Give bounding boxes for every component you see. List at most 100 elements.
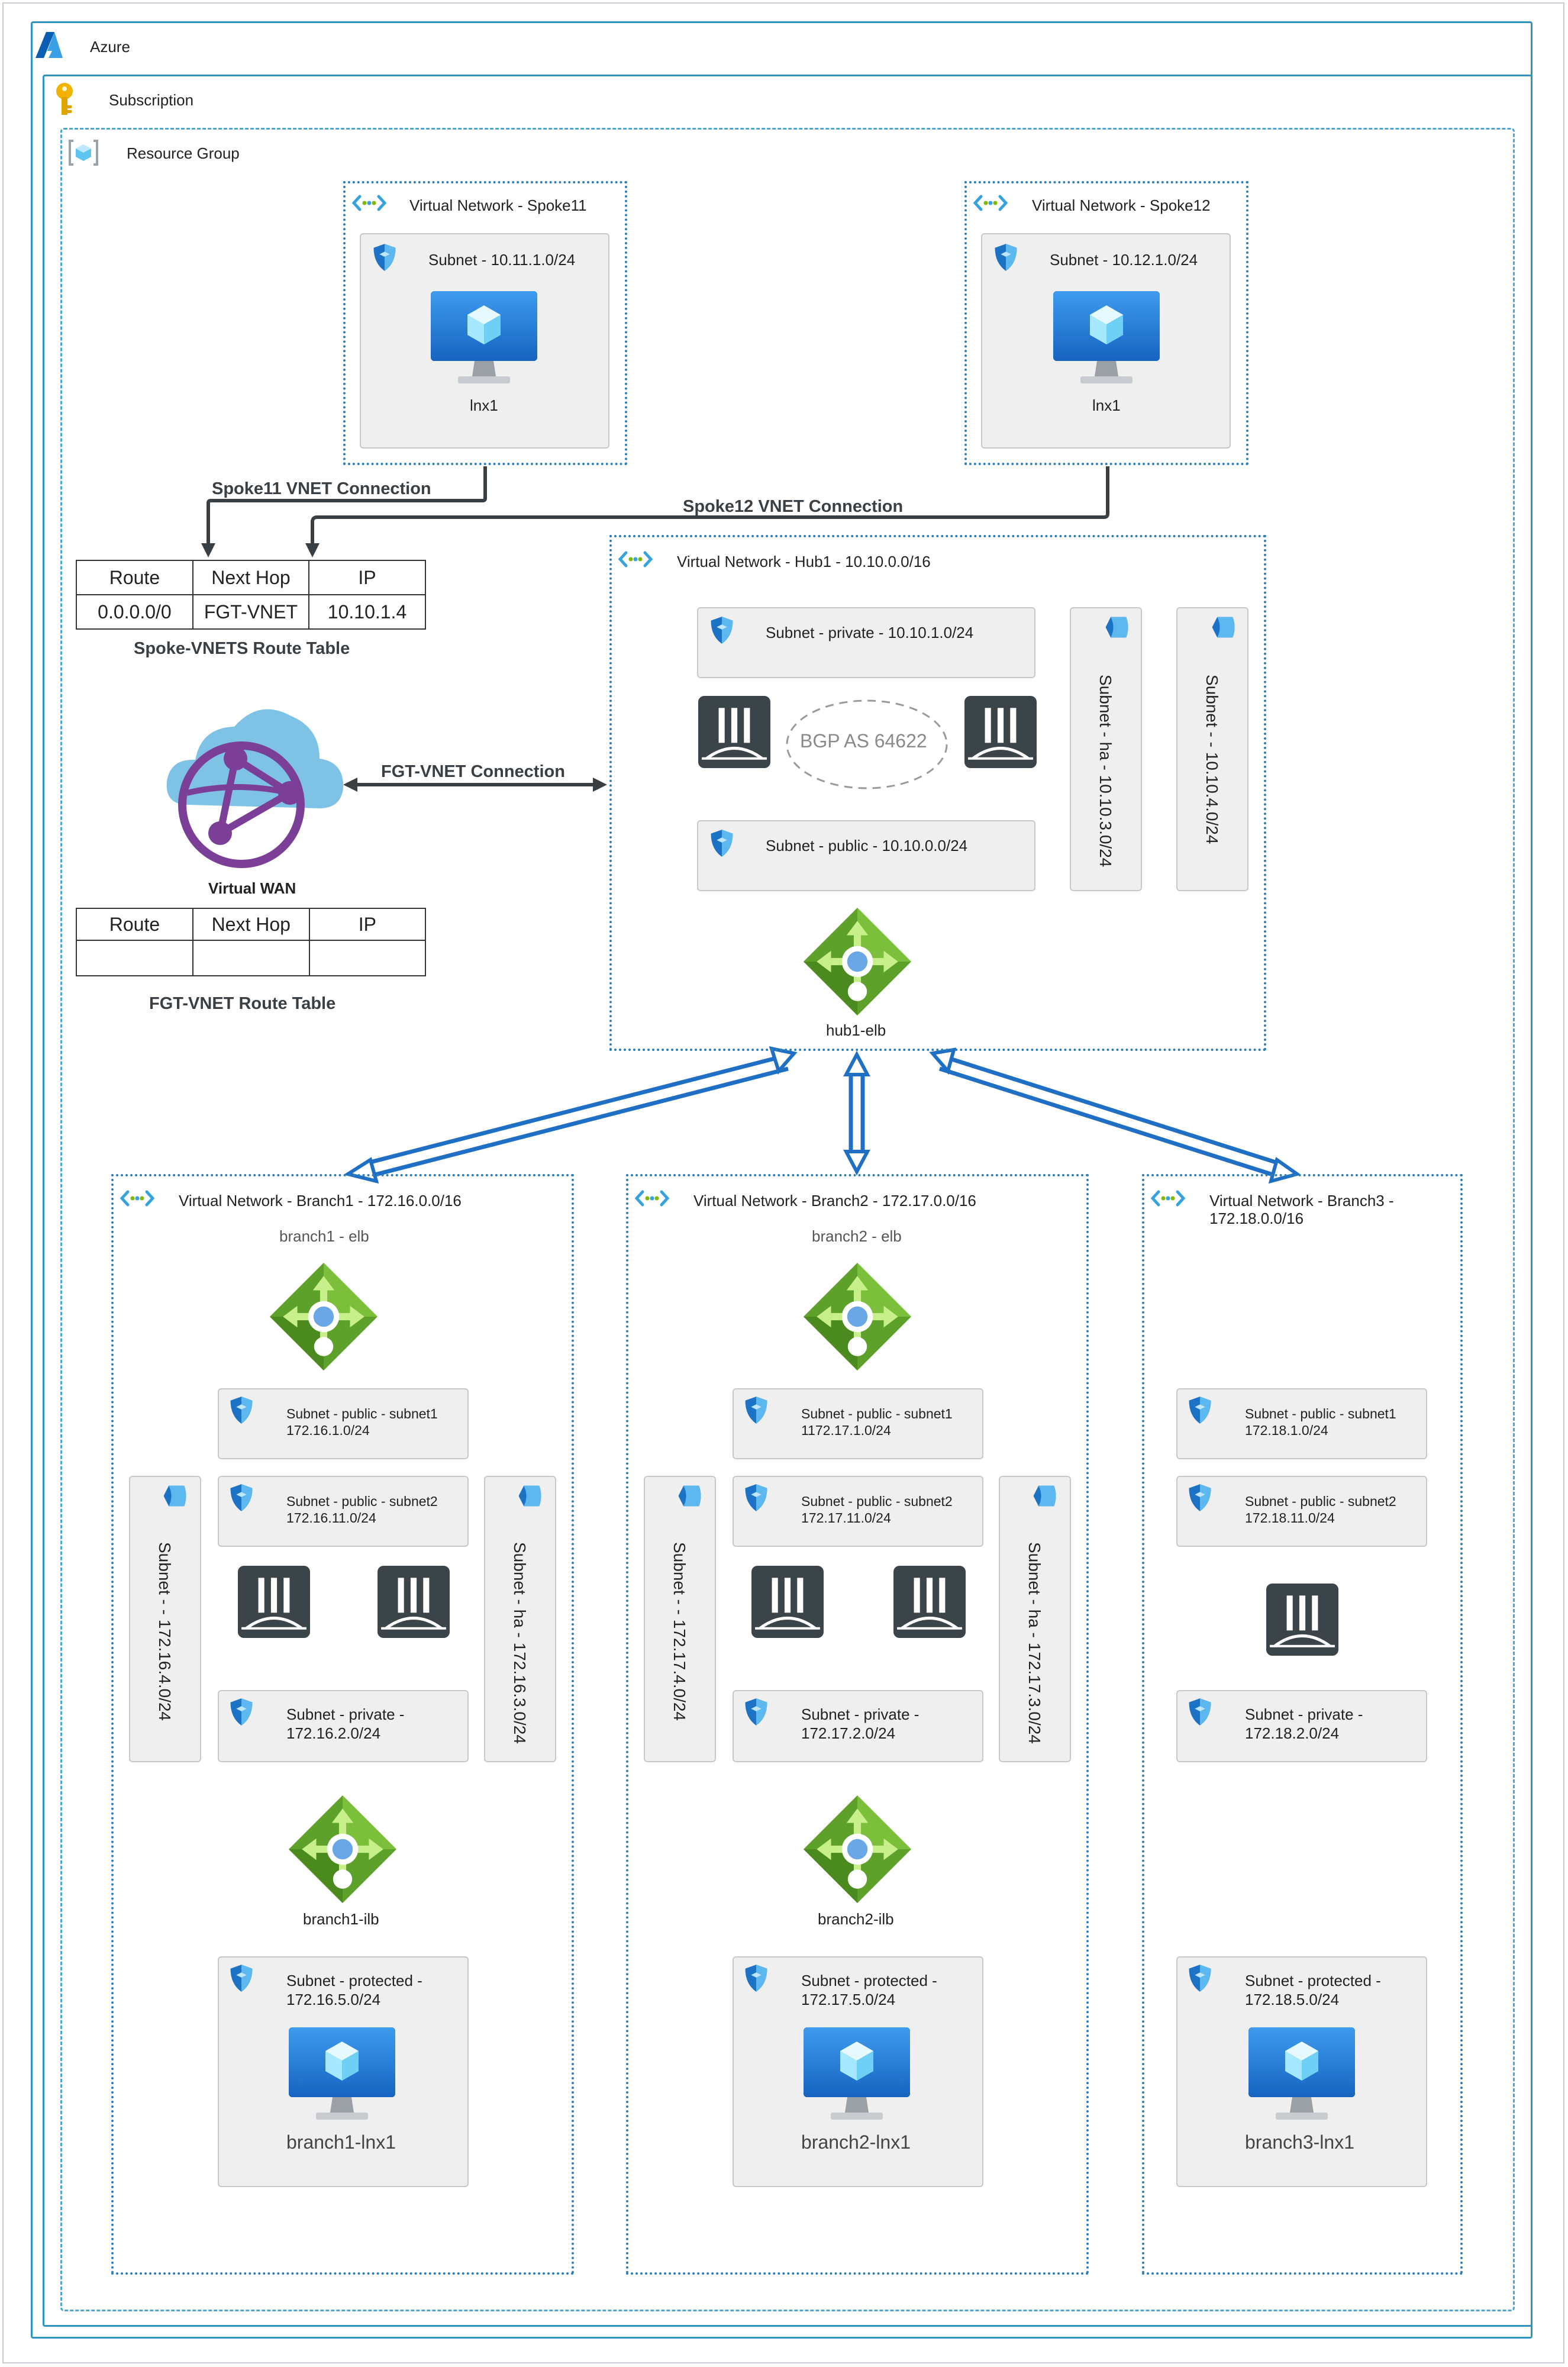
subnet-hub1-private-label: Subnet - private - 10.10.1.0/24 <box>766 624 974 641</box>
load-balancer-icon <box>804 1263 911 1370</box>
resource-group-label: Resource Group <box>127 144 240 162</box>
ip-header: IP <box>308 560 426 595</box>
subnet-branch3-private <box>1176 1690 1427 1762</box>
subnet-branch1-protected-label: Subnet - protected - <box>286 1972 422 1989</box>
subnet-branch3-private-label: Subnet - private - <box>1245 1705 1363 1723</box>
subnet-branch1-public2-cidr: 172.16.11.0/24 <box>286 1510 376 1526</box>
subnet-hub1-private <box>697 607 1035 678</box>
load-balancer-icon <box>270 1263 378 1370</box>
vnet-spoke12 <box>964 181 1248 465</box>
fortigate-icon <box>1266 1584 1338 1656</box>
ip-header: IP <box>308 908 427 941</box>
fgt-connection-label: FGT-VNET Connection <box>381 762 565 781</box>
subnet-shield-icon <box>993 243 1019 272</box>
subnet-branch2-ha <box>999 1476 1071 1762</box>
hub1-elb-label: hub1-elb <box>826 1021 886 1039</box>
subnet-branch2-ha-label: Subnet - ha - 172.17.3.0/24 <box>1025 1542 1044 1744</box>
subnet-shield-icon <box>1030 1483 1059 1509</box>
hub-branch1-link <box>365 1054 789 1178</box>
vm-monitor-icon <box>431 291 537 386</box>
subnet-branch3-private-cidr: 172.18.2.0/24 <box>1245 1724 1340 1742</box>
subnet-branch2-public2-cidr: 172.17.11.0/24 <box>801 1510 891 1526</box>
subnet-branch3-public2-label: Subnet - public - subnet2 <box>1245 1494 1396 1509</box>
branch2-ilb-label: branch2-ilb <box>818 1910 894 1928</box>
subnet-shield-icon <box>1187 1395 1213 1425</box>
vnet-branch1-title: Virtual Network - Branch1 - 172.16.0.0/1… <box>179 1192 462 1210</box>
virtual-wan-label: Virtual WAN <box>208 879 296 897</box>
subnet-branch1-public2-label: Subnet - public - subnet2 <box>286 1494 438 1509</box>
azure-logo-icon <box>36 32 63 58</box>
subnet-branch2-public1 <box>733 1388 983 1459</box>
fortigate-icon <box>378 1566 450 1638</box>
subnet-branch2-public2 <box>733 1476 983 1547</box>
bgp-as-label: BGP AS 64622 <box>800 730 927 752</box>
branch1-elb-label: branch1 - elb <box>279 1227 369 1245</box>
subnet-branch1-ha-label: Subnet - ha - 172.16.3.0/24 <box>511 1542 529 1744</box>
route-header: Route <box>76 560 193 595</box>
subnet-shield-icon <box>675 1483 704 1509</box>
vm-branch2-label: branch2-lnx1 <box>801 2131 911 2153</box>
vnet-branch2-title: Virtual Network - Branch2 - 172.17.0.0/1… <box>693 1192 976 1210</box>
subnet-branch2-private-cidr: 172.17.2.0/24 <box>801 1724 896 1742</box>
route-header: Route <box>76 908 193 941</box>
spoke11-connection-label: Spoke11 VNET Connection <box>212 479 431 498</box>
vnet-hub1 <box>609 535 1266 1051</box>
subnet-branch2-protected-cidr: 172.17.5.0/24 <box>801 1991 896 2008</box>
resource-group-container <box>60 128 1515 2311</box>
subnet-branch3-public2-cidr: 172.18.11.0/24 <box>1245 1510 1335 1526</box>
vm-monitor-icon <box>1053 291 1160 386</box>
subscription-key-icon <box>56 83 73 115</box>
subnet-branch3-public1 <box>1176 1388 1427 1459</box>
subnet-branch1-private-cidr: 172.16.2.0/24 <box>286 1724 381 1742</box>
vnet-branch3 <box>1142 1174 1463 2275</box>
vnet-branch2 <box>626 1174 1089 2275</box>
vnet-branch3-title: Virtual Network - Branch3 - <box>1209 1192 1394 1210</box>
vnet-icon <box>351 194 387 212</box>
branch2-elb-label: branch2 - elb <box>812 1227 902 1245</box>
next-hop-cell <box>192 940 310 976</box>
subnet-shield-icon <box>709 828 735 858</box>
vnet-icon <box>634 1189 670 1207</box>
azure-label: Azure <box>90 38 130 56</box>
vm-monitor-icon <box>289 2027 395 2122</box>
next-hop-header: Next Hop <box>192 560 310 595</box>
spoke12-connection-label: Spoke12 VNET Connection <box>683 497 904 516</box>
subnet-branch1-public2 <box>218 1476 469 1547</box>
resource-group-icon <box>69 140 98 166</box>
vm-spoke11-label: lnx1 <box>470 396 498 414</box>
subnet-shield-icon <box>160 1483 189 1509</box>
subnet-branch2-private-label: Subnet - private - <box>801 1705 919 1723</box>
subnet-branch3-protected <box>1176 1956 1427 2187</box>
spoke-route-table: Route Next Hop IP 0.0.0.0/0 FGT-VNET 10.… <box>76 560 426 630</box>
subnet-branch1-mgmt <box>129 1476 201 1762</box>
subnet-branch2-public1-cidr: 1172.17.1.0/24 <box>801 1423 891 1438</box>
vnet-icon <box>618 550 653 568</box>
subnet-hub1-ha-label: Subnet - ha - 10.10.3.0/24 <box>1096 675 1115 868</box>
subnet-shield-icon <box>1102 614 1131 640</box>
vm-branch3-label: branch3-lnx1 <box>1245 2131 1354 2153</box>
subnet-branch3-public1-cidr: 172.18.1.0/24 <box>1245 1423 1328 1438</box>
subscription-container <box>43 75 1532 2327</box>
subnet-branch2-public1-label: Subnet - public - subnet1 <box>801 1406 953 1421</box>
load-balancer-icon <box>804 1795 911 1903</box>
subnet-shield-icon <box>228 1697 254 1727</box>
vnet-icon <box>1150 1189 1186 1207</box>
vnet-hub1-title: Virtual Network - Hub1 - 10.10.0.0/16 <box>677 553 931 570</box>
vnet-branch1 <box>111 1174 574 2275</box>
fortigate-icon <box>893 1566 966 1638</box>
fgt-route-table: Route Next Hop IP <box>76 908 427 976</box>
vnet-branch3-cidr: 172.18.0.0/16 <box>1209 1210 1304 1227</box>
subnet-hub1-public <box>697 820 1035 891</box>
subnet-branch1-public1-label: Subnet - public - subnet1 <box>286 1406 438 1421</box>
hub-branch3-link <box>938 1054 1280 1178</box>
spoke11-connection-line <box>207 466 487 547</box>
load-balancer-icon <box>804 908 911 1015</box>
subnet-branch2-private <box>733 1690 983 1762</box>
next-hop-cell: FGT-VNET <box>192 594 310 630</box>
fortigate-icon <box>238 1566 310 1638</box>
branch1-ilb-label: branch1-ilb <box>303 1910 379 1928</box>
vnet-spoke11 <box>343 181 627 465</box>
vnet-spoke11-title: Virtual Network - Spoke11 <box>409 196 587 214</box>
vm-spoke12-label: lnx1 <box>1092 396 1121 414</box>
subnet-shield-icon <box>228 1395 254 1425</box>
